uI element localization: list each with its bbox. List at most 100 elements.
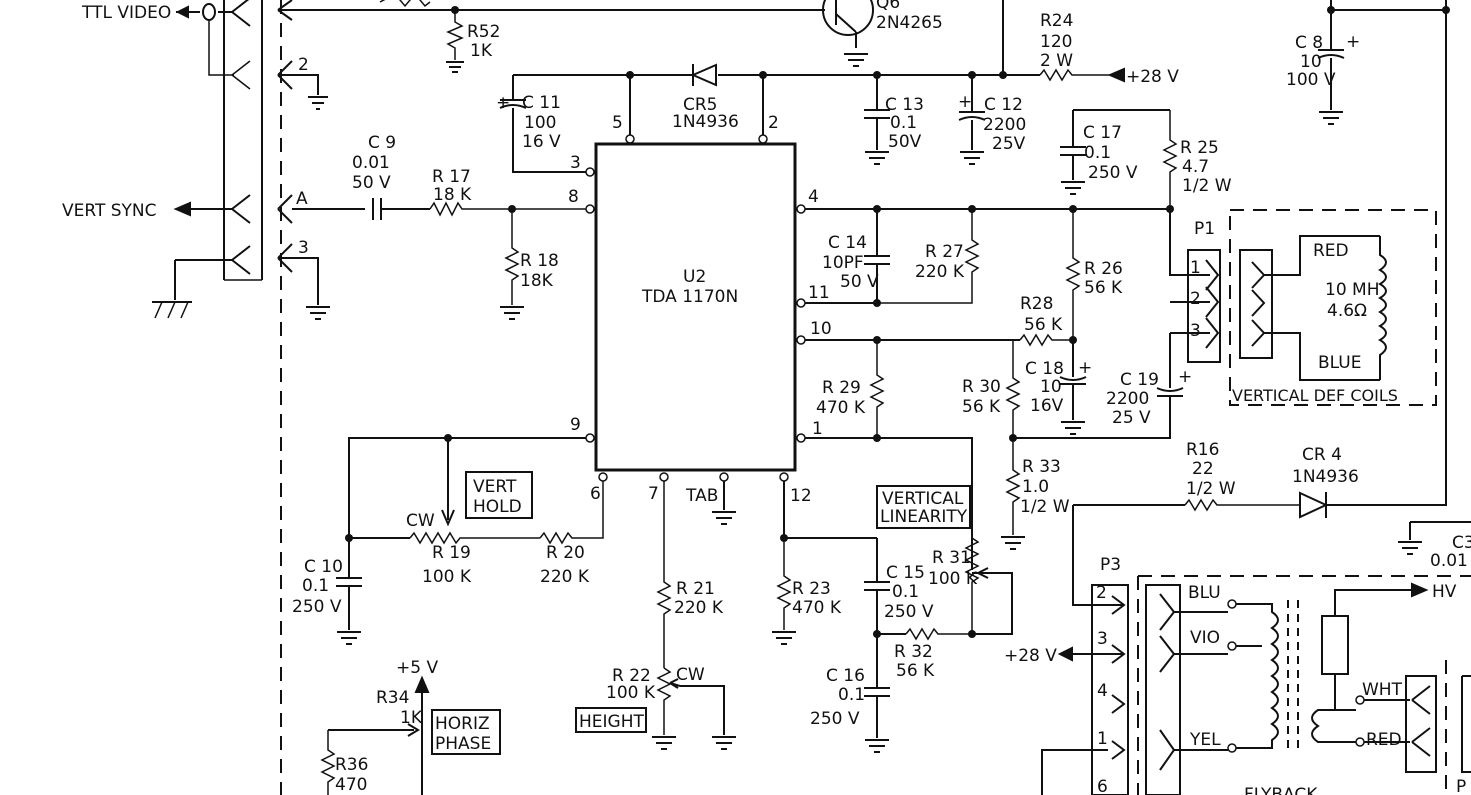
u2-pin-tab: TAB bbox=[685, 486, 718, 506]
r27-ref: R 27 bbox=[925, 242, 964, 262]
feedback-network: R28 56 K + C 18 10 16V R 29 470 K R 30 5… bbox=[805, 294, 1192, 570]
c18-voltage: 16V bbox=[1030, 396, 1064, 416]
r34-ref: R34 bbox=[376, 688, 409, 708]
u2-pin-4: 4 bbox=[808, 187, 819, 207]
c17-voltage: 250 V bbox=[1088, 163, 1138, 183]
r25-value: 4.7 bbox=[1182, 157, 1209, 177]
c3-value: 0.01 bbox=[1430, 551, 1468, 571]
c10-value: 0.1 bbox=[302, 576, 329, 596]
c12-ref: C 12 bbox=[984, 95, 1023, 115]
vertical-def-coils-title: VERTICAL DEF COILS bbox=[1232, 386, 1398, 405]
c11-plus: + bbox=[496, 93, 510, 113]
r16-ref: R16 bbox=[1186, 440, 1219, 460]
r36-value: 470 bbox=[335, 775, 367, 795]
height-network: R 21 220 K R 22 100 K CW HEIGHT bbox=[575, 481, 736, 750]
u2-part: TDA 1170N bbox=[641, 287, 738, 307]
coil-resistance: 4.6Ω bbox=[1327, 301, 1367, 321]
u2-pin-8: 8 bbox=[568, 187, 579, 207]
c12-plus: + bbox=[958, 92, 972, 112]
c11-value: 100 bbox=[524, 113, 556, 133]
r19-value: 100 K bbox=[422, 567, 472, 587]
u2-pin-10: 10 bbox=[810, 319, 832, 339]
p3-pin3: 3 bbox=[1097, 629, 1108, 649]
c10-ref: C 10 bbox=[304, 557, 343, 577]
c13-value: 0.1 bbox=[890, 113, 917, 133]
r16-cr4: R16 22 1/2 W CR 4 1N4936 C3 0.01 bbox=[1072, 0, 1471, 606]
c9-ref: C 9 bbox=[368, 133, 396, 153]
horiz-phase-network: +5 V R34 1K HORIZ PHASE R36 470 bbox=[320, 658, 501, 795]
r26-value: 56 K bbox=[1084, 278, 1123, 298]
sync-input-network: C 9 0.01 50 V R 17 18 K R 18 18K bbox=[292, 133, 590, 320]
vert-lin-label-1: VERTICAL bbox=[882, 489, 964, 509]
c17-value: 0.1 bbox=[1084, 143, 1111, 163]
r29-value: 470 K bbox=[816, 398, 866, 418]
c16-value: 0.1 bbox=[838, 685, 865, 705]
c16-voltage: 250 V bbox=[810, 709, 860, 729]
q6-stage: R52 1K Q6 2N4265 bbox=[379, 0, 943, 73]
p3-pin4: 4 bbox=[1097, 681, 1108, 701]
r28-value: 56 K bbox=[1024, 315, 1063, 335]
cr5-ref: CR5 bbox=[683, 95, 718, 115]
r27-value: 220 K bbox=[915, 262, 965, 282]
r33-value: 1.0 bbox=[1022, 477, 1049, 497]
u2-pin-9: 9 bbox=[570, 415, 581, 435]
r30-value: 56 K bbox=[962, 397, 1001, 417]
linearity-network: R 23 470 K C 15 0.1 250 V R 31 100 K VER… bbox=[772, 481, 1013, 753]
r24-value: 120 bbox=[1040, 32, 1072, 52]
c19-ref: C 19 bbox=[1120, 370, 1159, 390]
r20-value: 220 K bbox=[540, 567, 590, 587]
c17-ref: C 17 bbox=[1083, 123, 1122, 143]
r19-cw: CW bbox=[406, 511, 435, 531]
q6-part: 2N4265 bbox=[876, 13, 943, 33]
c8: C 8 + 10 100 V bbox=[1286, 0, 1450, 125]
c15-value: 0.1 bbox=[892, 582, 919, 602]
u2-pin-6: 6 bbox=[590, 484, 601, 504]
c18-plus: + bbox=[1078, 358, 1092, 378]
c8-voltage: 100 V bbox=[1286, 70, 1336, 90]
p3-flyback: P3 2 3 4 1 6 +28 V BLU VIO YEL HV WHT RE… bbox=[1004, 555, 1471, 795]
c14-value: 10PF bbox=[822, 253, 864, 273]
r25-ref: R 25 bbox=[1180, 138, 1219, 158]
r26-ref: R 26 bbox=[1084, 259, 1123, 279]
r52-ref: R52 bbox=[467, 22, 500, 42]
fly-hv-label: HV bbox=[1432, 582, 1457, 602]
fly-blu-label: BLU bbox=[1188, 583, 1221, 603]
fly-wht-label: WHT bbox=[1362, 680, 1403, 700]
p1-pin3: 3 bbox=[1190, 321, 1201, 341]
r16-value: 22 bbox=[1192, 459, 1214, 479]
r21-value: 220 K bbox=[674, 598, 724, 618]
c14-voltage: 50 V bbox=[840, 272, 879, 292]
u2-pin-2: 2 bbox=[768, 113, 779, 133]
p3-pin6: 6 bbox=[1097, 777, 1108, 795]
c15-voltage: 250 V bbox=[884, 602, 934, 622]
c10-voltage: 250 V bbox=[292, 597, 342, 617]
input-connector: TTL VIDEO VERT SYNC 2 A 3 bbox=[62, 0, 430, 795]
r30-ref: R 30 bbox=[962, 377, 1001, 397]
cr4-ref: CR 4 bbox=[1302, 445, 1342, 465]
height-label: HEIGHT bbox=[579, 712, 644, 732]
fly-red-label: RED bbox=[1366, 730, 1402, 750]
r33-ref: R 33 bbox=[1022, 457, 1061, 477]
cr5-part: 1N4936 bbox=[672, 112, 739, 132]
p3-pin1: 1 bbox=[1097, 729, 1108, 749]
c9-voltage: 50 V bbox=[352, 173, 391, 193]
r31-ref: R 31 bbox=[932, 548, 971, 568]
u2-pin-3: 3 bbox=[570, 153, 581, 173]
u2-pin-1: 1 bbox=[812, 419, 823, 439]
u2-pin-7: 7 bbox=[648, 484, 659, 504]
r32-ref: R 32 bbox=[894, 642, 933, 662]
c15-ref: C 15 bbox=[886, 563, 925, 583]
plus28-out-label: +28 V bbox=[1004, 646, 1057, 666]
supply-rail: CR5 1N4936 R24 120 2 W +28 V C 13 0.1 50… bbox=[513, 0, 1179, 165]
coil-inductance: 10 MH bbox=[1325, 280, 1380, 300]
r24-power: 2 W bbox=[1040, 51, 1073, 71]
u2-pin-11: 11 bbox=[808, 283, 830, 303]
r20-ref: R 20 bbox=[546, 543, 585, 563]
c18-ref: C 18 bbox=[1025, 359, 1064, 379]
vert-hold-label-1: VERT bbox=[473, 477, 517, 497]
r19-ref: R 19 bbox=[432, 543, 471, 563]
q6-ref: Q6 bbox=[876, 0, 900, 13]
r18-value: 18K bbox=[520, 271, 554, 291]
r16-power: 1/2 W bbox=[1186, 479, 1236, 499]
